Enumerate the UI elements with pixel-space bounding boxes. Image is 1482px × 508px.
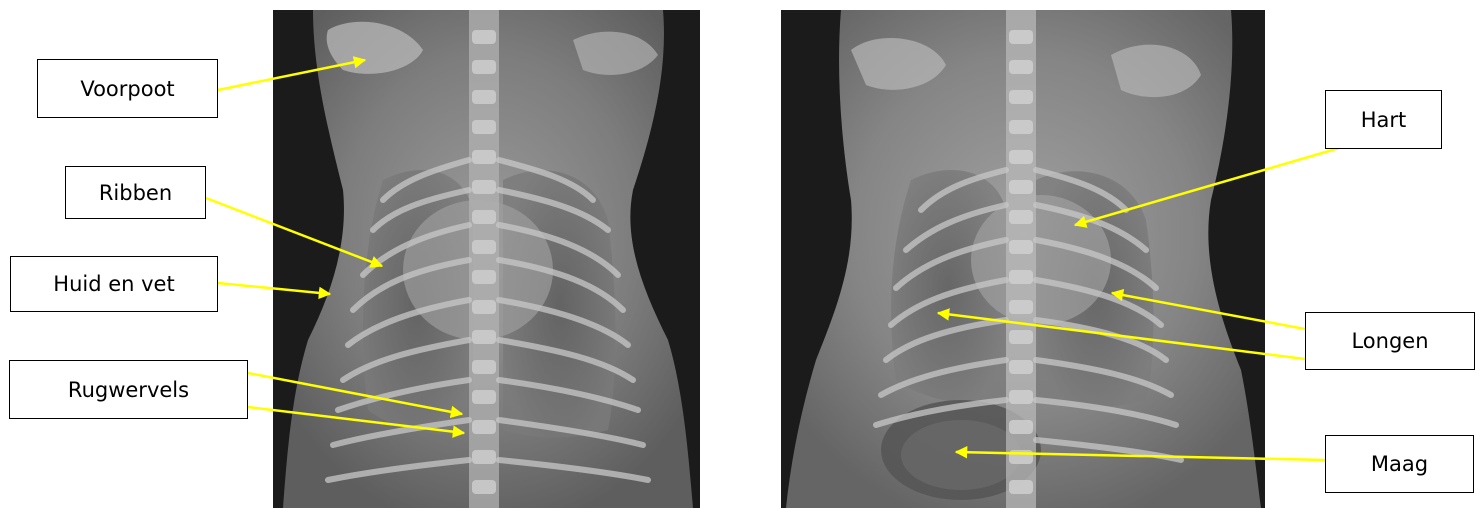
xray-left-drawing <box>273 10 700 508</box>
label-maag: Maag <box>1325 435 1474 493</box>
label-longen: Longen <box>1305 312 1475 370</box>
label-hart: Hart <box>1325 90 1442 149</box>
xray-right-drawing <box>781 10 1265 508</box>
label-huid-en-vet: Huid en vet <box>10 256 218 312</box>
label-ribben: Ribben <box>65 166 206 219</box>
xray-image-left <box>273 10 700 508</box>
xray-image-right <box>781 10 1265 508</box>
label-voorpoot: Voorpoot <box>37 59 218 118</box>
label-rugwervels: Rugwervels <box>9 360 248 419</box>
